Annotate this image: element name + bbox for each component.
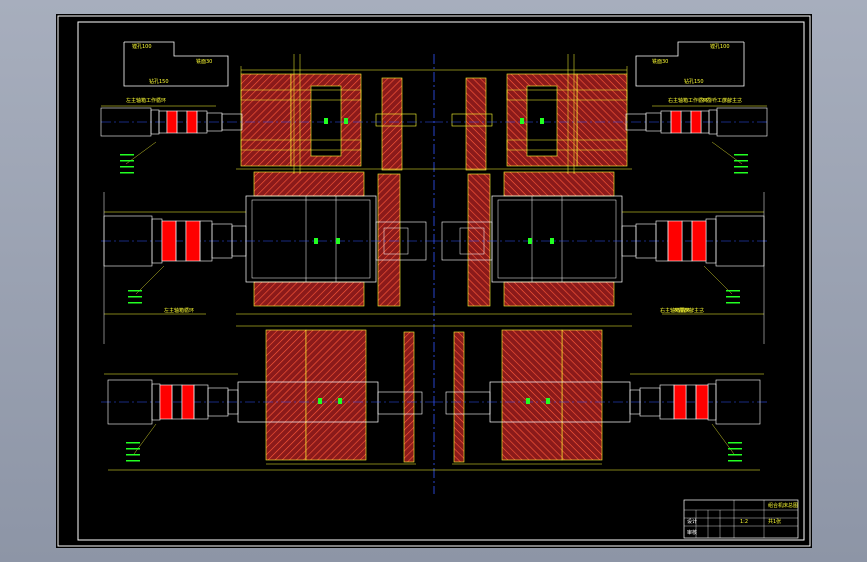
note-left-line-3: 钻孔150 <box>149 78 169 85</box>
drawing-sheet: 镗孔100 铣面30 钻孔150 镗孔100 铣面30 钻孔150 左主轴箱工作… <box>56 14 812 548</box>
note-left-line-1: 镗孔100 <box>132 43 152 50</box>
left-mid-label: 左主轴箱循环 <box>164 307 194 314</box>
title-checker: 审核 <box>687 529 697 536</box>
note-left-line-2: 铣面30 <box>196 58 212 65</box>
left-head-label: 左主轴箱工作循环 <box>126 97 166 104</box>
title-sheet: 共1张 <box>768 518 781 525</box>
note-box-right: 镗孔100 铣面30 钻孔150 <box>635 41 745 87</box>
note-right-line-3: 钻孔150 <box>684 78 704 85</box>
inner-frame <box>77 21 805 541</box>
outer-frame <box>57 15 811 547</box>
title-drawing-name: 组合机床总图 <box>768 502 798 509</box>
cad-drawing: 镗孔100 铣面30 钻孔150 镗孔100 铣面30 钻孔150 左主轴箱工作… <box>57 15 811 547</box>
title-block: 组合机床总图 1:2 共1张 设计 审核 <box>683 499 799 539</box>
title-designer: 设计 <box>687 518 697 525</box>
note-right-line-2: 铣面30 <box>652 58 668 65</box>
right-head-label: 右主轴箱工作循环 <box>668 97 708 104</box>
right-mid-label: 右主轴箱循环 <box>660 307 690 314</box>
right-half-assembly <box>433 53 768 471</box>
left-half-assembly: 左主轴箱工作循环 左主轴箱循环 <box>100 54 434 471</box>
note-right-line-1: 镗孔100 <box>710 43 730 50</box>
title-scale: 1:2 <box>740 519 748 525</box>
note-box-left: 镗孔100 铣面30 钻孔150 <box>123 41 229 87</box>
